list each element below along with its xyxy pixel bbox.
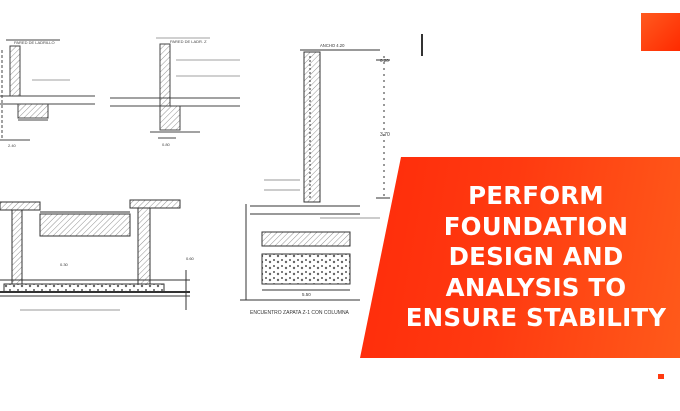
divider-line (421, 34, 423, 56)
detail-top-middle (110, 37, 240, 139)
dim-370: 3.70 (380, 132, 390, 138)
headline-line-5: ENSURE STABILITY (405, 303, 667, 332)
detail-bottom-left (0, 199, 190, 311)
corner-accent-block (641, 13, 680, 51)
detail-top-left (0, 39, 95, 141)
label-footing: ENCUENTRO ZAPATA Z-1 CON COLUMNA (250, 310, 350, 316)
headline-line-4: ANALYSIS TO (445, 272, 627, 302)
accent-dot (658, 374, 664, 379)
dim-060: 0.60 (186, 256, 195, 261)
label-top-wall-2: PARED DE LADR. Z (170, 39, 207, 44)
label-width: ANCHO 4.20 (320, 43, 345, 48)
label-top-wall: PARED DE LADRILLO (14, 40, 55, 45)
dim-080: 0.80 (162, 142, 171, 147)
headline-banner (360, 157, 680, 358)
dim-550: 5.50 (302, 292, 311, 297)
dim-030: 0.30 (60, 262, 69, 267)
dim-240: 2.40 (8, 143, 17, 148)
headline-line-1: PERFORM (468, 181, 604, 210)
headline: PERFORM FOUNDATION DESIGN AND ANALYSIS T… (390, 181, 680, 334)
detail-column-section (240, 49, 390, 301)
dim-020: 0.20 (380, 58, 389, 63)
headline-line-2: FOUNDATION (443, 211, 629, 241)
headline-line-3: DESIGN AND (448, 242, 624, 271)
